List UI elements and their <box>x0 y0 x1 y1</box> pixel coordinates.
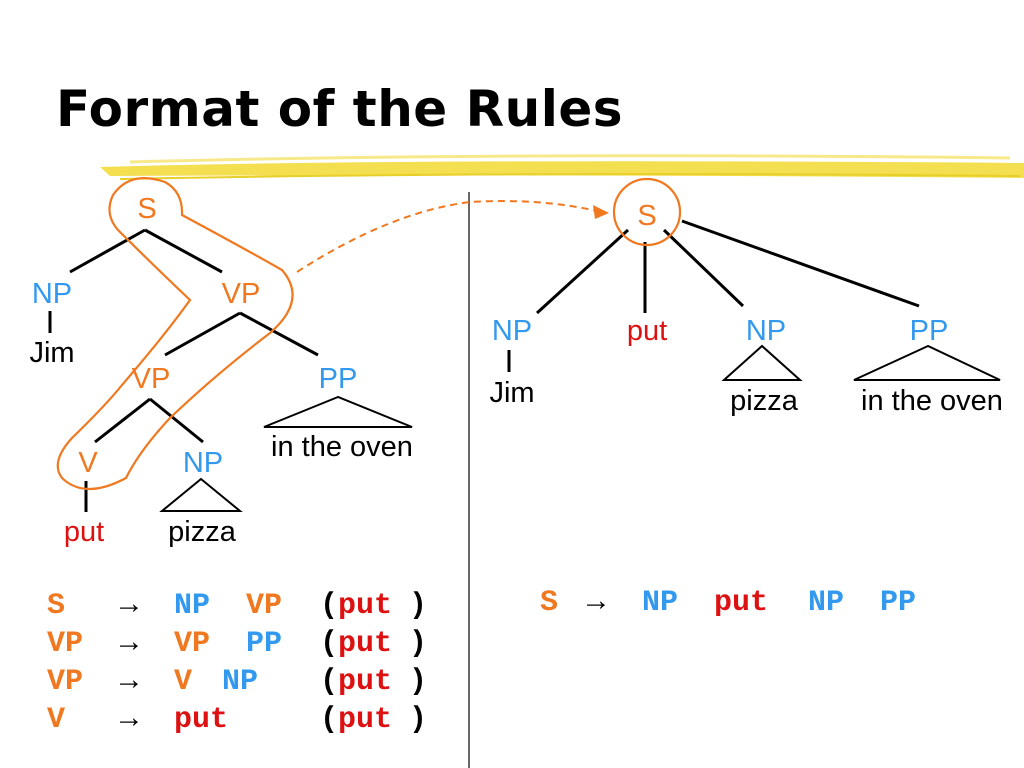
rule-lhs: VP <box>47 665 83 699</box>
left-node-vp-inner: VP <box>132 363 171 395</box>
left-node-s: S <box>137 193 156 225</box>
rule-paren-close: ) <box>409 703 427 737</box>
rule-rhs-symbol: NP <box>642 586 678 620</box>
rule-rhs-symbol: V <box>174 665 192 699</box>
right-pp-triangle <box>853 344 1001 381</box>
slide-title: Format of the Rules <box>56 80 624 138</box>
left-pp-triangle <box>263 395 413 428</box>
rule-rhs-symbol: put <box>174 703 228 737</box>
rule-arrow: → <box>120 589 138 623</box>
rule-lhs: VP <box>47 627 83 661</box>
rule-lhs: S <box>47 589 65 623</box>
rule-paren-open: ( <box>320 589 338 623</box>
left-node-pp: PP <box>319 363 358 395</box>
left-node-v: V <box>78 447 98 479</box>
arrow-head-icon <box>593 205 609 219</box>
rule-arrow: → <box>587 586 605 620</box>
rule-head-word: put <box>338 665 392 699</box>
rule-lhs: S <box>540 586 558 620</box>
rule-rhs-symbol: NP <box>174 589 210 623</box>
rule-rhs-symbol: put <box>714 586 768 620</box>
rule-lhs: V <box>47 703 65 737</box>
rule-rhs-symbol: VP <box>174 627 210 661</box>
left-node-np: NP <box>32 278 72 310</box>
right-words-in-the-oven: in the oven <box>861 385 1003 417</box>
left-word-put: put <box>64 516 104 548</box>
right-tree-edges <box>507 219 920 372</box>
left-rule-row: VP → VP PP ( put ) <box>47 627 427 661</box>
left-words-in-the-oven: in the oven <box>271 431 413 463</box>
right-word-jim: Jim <box>489 377 534 409</box>
right-node-s: S <box>637 200 656 232</box>
rule-arrow: → <box>120 665 138 699</box>
right-word-pizza: pizza <box>730 385 799 417</box>
right-node-np: NP <box>492 315 532 347</box>
left-word-pizza: pizza <box>168 516 237 548</box>
rule-head-word: put <box>338 589 392 623</box>
rule-paren-close: ) <box>409 589 427 623</box>
left-node-vp-top: VP <box>222 278 261 310</box>
rule-paren-open: ( <box>320 665 338 699</box>
left-node-np-object: NP <box>183 447 223 479</box>
rule-paren-close: ) <box>409 627 427 661</box>
title-underline-highlight <box>100 154 1024 180</box>
left-tree-edges <box>48 228 319 512</box>
left-rule-row: S → NP VP ( put ) <box>47 589 427 623</box>
left-np-triangle <box>159 477 243 512</box>
right-s-circle <box>612 177 682 247</box>
right-rule-row: S → NP put NP PP <box>540 586 916 620</box>
right-np-triangle <box>721 344 803 381</box>
rule-paren-open: ( <box>320 627 338 661</box>
rule-rhs-symbol: NP <box>808 586 844 620</box>
left-rule-row: VP → V NP ( put ) <box>47 665 427 699</box>
rule-arrow: → <box>120 627 138 661</box>
rule-rhs-symbol: VP <box>246 589 282 623</box>
rule-head-word: put <box>338 627 392 661</box>
left-rule-row: V → put ( put ) <box>47 703 427 737</box>
rule-rhs-symbol: PP <box>880 586 916 620</box>
left-word-jim: Jim <box>29 337 74 369</box>
rule-rhs-symbol: PP <box>246 627 282 661</box>
rule-arrow: → <box>120 703 138 737</box>
head-path-outline <box>56 177 294 490</box>
rule-head-word: put <box>338 703 392 737</box>
right-node-pp: PP <box>910 315 949 347</box>
transform-arrow <box>296 200 598 273</box>
rule-paren-close: ) <box>409 665 427 699</box>
right-node-np-object: NP <box>746 315 786 347</box>
rule-paren-open: ( <box>320 703 338 737</box>
right-word-put: put <box>627 315 667 347</box>
rule-rhs-symbol: NP <box>222 665 258 699</box>
